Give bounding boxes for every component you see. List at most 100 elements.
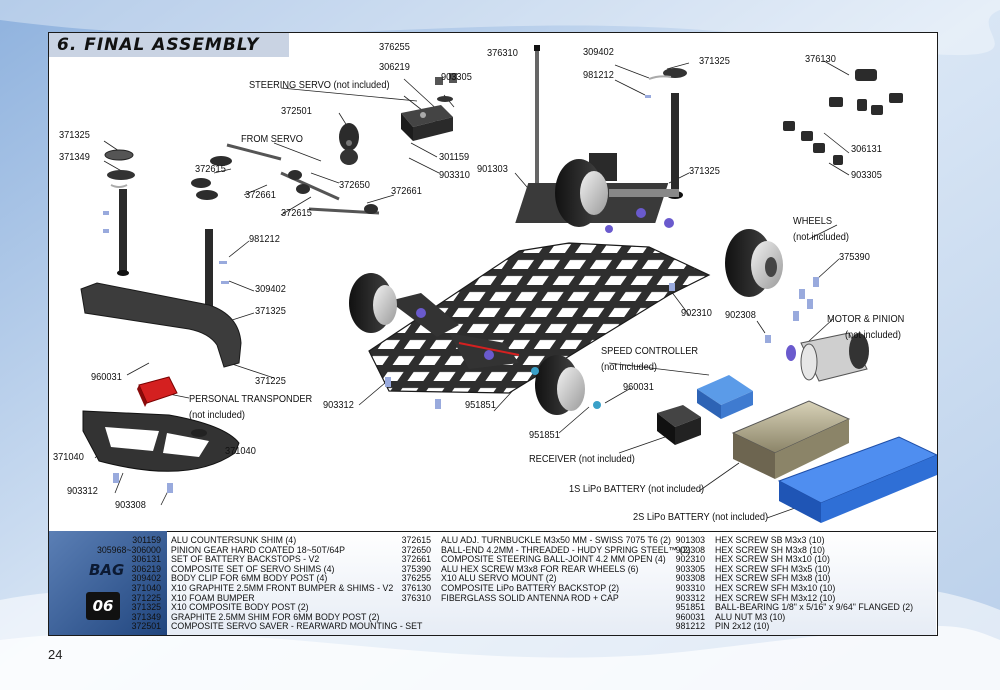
callout-371349: 371349 xyxy=(59,151,90,163)
part-number: 901303 xyxy=(675,535,705,545)
leader-lines xyxy=(94,60,850,519)
part-description: BODY CLIP FOR 6MM BODY POST (4) xyxy=(171,573,328,584)
part-description: ALU NUT M3 (10) xyxy=(715,611,786,622)
part-description: SET OF BATTERY BACKSTOPS - V2 xyxy=(171,554,320,565)
part-description: BALL-BEARING 1/8" x 5/16" x 9/64" FLANGE… xyxy=(715,602,914,613)
part-number: 902308 xyxy=(675,544,705,555)
part-number: 903305 xyxy=(675,563,705,574)
bag-number: 06 xyxy=(86,592,120,620)
callout-372615-top: 372615 xyxy=(195,163,226,175)
page-number: 24 xyxy=(48,647,63,662)
callout-371325-top: 371325 xyxy=(699,55,730,67)
callout-371325-bumper: 371325 xyxy=(255,305,286,317)
part-description: HEX SCREW SH M3x10 (10) xyxy=(715,554,830,565)
part-description: FIBERGLASS SOLID ANTENNA ROD + CAP xyxy=(441,592,619,603)
callout-376130: 376130 xyxy=(805,53,836,65)
callout-371040-right: 371040 xyxy=(225,445,256,457)
callout-309402-left: 309402 xyxy=(255,283,286,295)
part-number: 903312 xyxy=(675,592,705,603)
part-number: 372650 xyxy=(401,544,431,555)
wheel-screws xyxy=(385,277,819,409)
body-post-left xyxy=(103,149,135,276)
callout-372661-right: 372661 xyxy=(391,185,422,197)
wheel-front-left xyxy=(349,273,397,333)
battery-backstops xyxy=(783,69,903,165)
part-number: 301159 xyxy=(132,535,161,545)
part-number: 376310 xyxy=(401,592,431,603)
part-number: 372615 xyxy=(401,535,431,545)
parts-list-row: 371040 X10 GRAPHITE 2.5MM FRONT BUMPER & … xyxy=(123,582,422,594)
callout-901303: 901303 xyxy=(477,163,508,175)
part-number: 951851 xyxy=(675,602,705,613)
part-number: 371040 xyxy=(131,582,161,593)
battery-1s xyxy=(731,400,851,479)
part-number: 372501 xyxy=(131,621,161,632)
callout-371325-left: 371325 xyxy=(59,129,90,141)
callout-371325-rear: 371325 xyxy=(689,165,720,177)
part-description: BALL-END 4.2MM - THREADED - HUDY SPRING … xyxy=(441,544,691,555)
part-description: ALU HEX SCREW M3x8 FOR REAR WHEELS (6) xyxy=(441,563,639,574)
screw-903308 xyxy=(167,483,173,493)
part-description: COMPOSITE LiPo BATTERY BACKSTOP (2) xyxy=(441,582,620,593)
callout-960031-left: 960031 xyxy=(91,371,122,383)
part-description: COMPOSITE SERVO SAVER - REARWARD MOUNTIN… xyxy=(171,621,423,632)
callout-motor-pinion: MOTOR & PINION xyxy=(827,313,905,325)
part-description: COMPOSITE SET OF SERVO SHIMS (4) xyxy=(171,563,335,574)
graphite-front-bumper xyxy=(82,410,240,472)
parts-list-row: 309402 BODY CLIP FOR 6MM BODY POST (4) xyxy=(123,574,422,584)
ball-bearing xyxy=(593,401,601,409)
callout-wheels: WHEELS xyxy=(793,215,833,227)
antenna-rod xyxy=(533,45,541,203)
parts-list-row: 301159 ALU COUNTERSUNK SHIM (4) xyxy=(123,535,422,546)
ball-joints xyxy=(191,156,378,214)
speed-controller xyxy=(697,375,753,419)
part-description: ALU COUNTERSUNK SHIM (4) xyxy=(171,535,297,545)
exploded-view-drawing xyxy=(80,45,937,523)
front-suspension xyxy=(389,293,520,369)
personal-transponder xyxy=(137,376,178,407)
part-number: 305968~306000 xyxy=(97,544,161,555)
part-description: X10 GRAPHITE 2.5MM FRONT BUMPER & SHIMS … xyxy=(171,582,394,593)
callout-372501: 372501 xyxy=(281,105,312,117)
callout-306219: 306219 xyxy=(379,61,410,73)
part-number: 375390 xyxy=(401,563,431,574)
part-number: 376130 xyxy=(401,582,431,593)
callout-speed-note: (not included) xyxy=(601,361,657,373)
parts-list-row: 305968~306000 PINION GEAR HARD COATED 18~… xyxy=(97,544,422,556)
callout-battery-1s: 1S LiPo BATTERY (not included) xyxy=(569,483,705,495)
part-description: X10 FOAM BUMPER xyxy=(171,592,255,603)
part-number: 309402 xyxy=(131,573,161,584)
callout-from-servo: FROM SERVO xyxy=(241,133,303,145)
callout-375390: 375390 xyxy=(839,251,870,263)
callout-903308: 903308 xyxy=(115,499,146,511)
part-description: X10 COMPOSITE BODY POST (2) xyxy=(171,602,309,613)
callout-902310: 902310 xyxy=(681,307,712,319)
body-post-rear xyxy=(645,68,687,199)
parts-list-row: 376130 COMPOSITE LiPo BATTERY BACKSTOP (2… xyxy=(393,582,690,594)
callout-speed-controller: SPEED CONTROLLER xyxy=(601,345,699,357)
part-number: 903308 xyxy=(675,573,705,584)
parts-list-row: 375390 ALU HEX SCREW M3x8 FOR REAR WHEELS… xyxy=(393,563,690,575)
callout-372661-left: 372661 xyxy=(245,189,276,201)
callout-951851-a: 951851 xyxy=(465,399,496,411)
callout-903305-top: 903305 xyxy=(441,71,472,83)
part-description: PINION GEAR HARD COATED 18~50T/64P xyxy=(170,544,345,555)
callout-903305-right: 903305 xyxy=(851,169,882,181)
callout-371225: 371225 xyxy=(255,375,286,387)
callout-903310: 903310 xyxy=(439,169,470,181)
parts-list-row: 372650 BALL-END 4.2MM - THREADED - HUDY S… xyxy=(393,544,691,556)
part-description: X10 ALU SERVO MOUNT (2) xyxy=(441,573,557,584)
callout-personal-transponder: PERSONAL TRANSPONDER xyxy=(189,393,313,405)
